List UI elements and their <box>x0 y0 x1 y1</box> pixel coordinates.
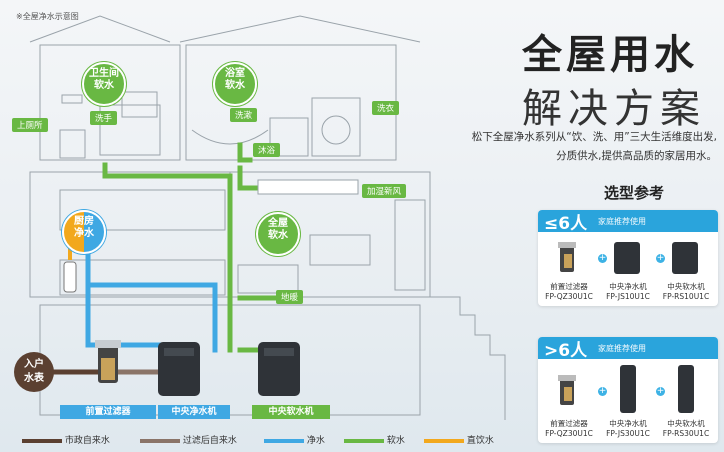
group-large-products <box>558 365 694 413</box>
legend-swatch <box>264 438 304 443</box>
tag-wash-hands: 洗手 <box>90 111 118 125</box>
legend-label: 净水 <box>306 436 325 446</box>
legend-label: 过滤后自来水 <box>182 436 237 446</box>
legend-label: 直饮水 <box>466 436 494 446</box>
group-large-header: >6人 家庭推荐使用 <box>538 337 718 361</box>
group-small-header: ≤6人 家庭推荐使用 <box>538 210 718 234</box>
device-softener <box>258 342 300 396</box>
roof-left <box>29 15 171 43</box>
label-softener: 中央软水机 <box>252 405 330 419</box>
toilet-shape <box>59 129 86 159</box>
legend-soft: 软水 <box>344 433 405 446</box>
product-pre-filter-large: 前置过滤器 FP-QZ30U1C <box>541 419 597 439</box>
group-large-household: >6人 家庭推荐使用 + + 前置过滤器 FP-QZ30U1C 中央净水机 FP… <box>538 337 718 443</box>
legend-pure: 净水 <box>264 433 325 446</box>
washer-door <box>321 115 351 145</box>
washing-machine <box>311 97 361 157</box>
product-softener-small: 中央软水机 FP-RS10U1C <box>658 282 714 302</box>
pipe-pure-main <box>85 247 183 348</box>
stairs <box>430 296 506 420</box>
ac-unit <box>257 179 359 195</box>
product-model: FP-RS10U1C <box>662 292 710 301</box>
product-model: FP-JS10U1C <box>606 292 650 301</box>
tag-bath: 沐浴 <box>253 143 281 157</box>
legend-swatch <box>344 438 384 443</box>
legend-label: 市政自来水 <box>64 436 110 446</box>
legend-label: 软水 <box>386 436 405 446</box>
selection-title: 选型参考 <box>604 184 665 202</box>
legend-drinking: 直饮水 <box>424 433 494 446</box>
description-line-1: 松下全屋净水系列从“饮、洗、用”三大生活维度出发, <box>471 131 717 143</box>
product-softener-large: 中央软水机 FP-RS30U1C <box>658 419 714 439</box>
mirror <box>121 91 158 118</box>
tag-floor-heat: 地暖 <box>276 290 304 304</box>
product-purifier-large: 中央净水机 FP-JS30U1C <box>600 419 656 439</box>
group-small-household: ≤6人 家庭推荐使用 + + 前置过滤器 FP-QZ30U1C 中央净水机 FP… <box>538 210 718 306</box>
bath-cabinet <box>269 117 309 157</box>
pipe-soft-main <box>102 162 233 353</box>
label-pre-filter: 前置过滤器 <box>60 405 156 419</box>
product-model: FP-QZ30U1C <box>545 292 593 301</box>
product-model: FP-QZ30U1C <box>545 429 593 438</box>
sofa <box>237 264 299 294</box>
legend-filtered: 过滤后自来水 <box>140 433 237 446</box>
legend-swatch <box>140 438 180 443</box>
group-small-products <box>558 242 698 274</box>
diagram-note: ※全屋净水示意图 <box>16 12 79 21</box>
description-line-2: 分质供水,提供高品质的家居用水。 <box>556 150 717 162</box>
label-purifier: 中央净水机 <box>158 405 230 419</box>
bathtub <box>191 129 269 145</box>
product-name: 中央净水机 <box>609 282 647 291</box>
title-line-1: 全屋用水 <box>522 32 698 78</box>
plus-icon: + <box>598 253 607 263</box>
plus-icon: + <box>656 253 665 263</box>
product-pre-filter-small: 前置过滤器 FP-QZ30U1C <box>541 282 597 302</box>
bubble-bathroom-soft: 卫生间 软水 <box>82 62 126 106</box>
product-name: 中央软水机 <box>667 419 705 428</box>
kitchen-purifier <box>63 261 77 293</box>
bubble-kitchen-pure: 厨房 净水 <box>62 210 106 254</box>
tv <box>309 234 371 266</box>
legend-swatch <box>424 438 464 443</box>
group-small-count: ≤6人 <box>544 214 588 234</box>
device-purifier <box>158 342 200 396</box>
plus-icon: + <box>598 386 607 396</box>
tag-humidify: 加湿新风 <box>362 184 407 198</box>
group-large-sub: 家庭推荐使用 <box>598 344 646 353</box>
product-name: 中央软水机 <box>667 282 705 291</box>
bubble-shower-soft: 浴室 软水 <box>213 62 257 106</box>
description: 松下全屋净水系列从“饮、洗、用”三大生活维度出发, 分质供水,提供高品质的家居用… <box>447 128 717 166</box>
roof-right <box>179 15 421 43</box>
tag-laundry: 洗衣 <box>372 101 400 115</box>
kitchen-counter <box>59 259 226 296</box>
towel-rack <box>61 94 83 104</box>
title-line-2: 解决方案 <box>522 86 706 132</box>
tag-toilet: 上厕所 <box>12 118 48 132</box>
room-bathroom <box>39 44 181 161</box>
tag-wash-face: 洗漱 <box>230 108 258 122</box>
legend-swatch <box>22 438 62 443</box>
pipe-soft-ac <box>237 165 258 191</box>
group-small-sub: 家庭推荐使用 <box>598 217 646 226</box>
product-name: 前置过滤器 <box>550 282 588 291</box>
plus-icon: + <box>656 386 665 396</box>
inlet-meter: 入户 水表 <box>14 352 54 392</box>
kitchen-cabinets <box>59 189 226 231</box>
sink-cabinet <box>99 104 161 156</box>
product-purifier-small: 中央净水机 FP-JS10U1C <box>600 282 656 302</box>
legend-municipal: 市政自来水 <box>22 433 110 446</box>
shelf <box>394 199 426 291</box>
product-model: FP-JS30U1C <box>606 429 650 438</box>
product-name: 中央净水机 <box>609 419 647 428</box>
product-name: 前置过滤器 <box>550 419 588 428</box>
bubble-whole-house-soft: 全屋 软水 <box>256 212 300 256</box>
product-model: FP-RS30U1C <box>662 429 710 438</box>
pipe-pure-kitchen <box>85 282 218 353</box>
device-pre-filter <box>95 340 121 383</box>
group-large-count: >6人 <box>544 341 588 361</box>
pipe-soft-bath <box>237 142 253 163</box>
